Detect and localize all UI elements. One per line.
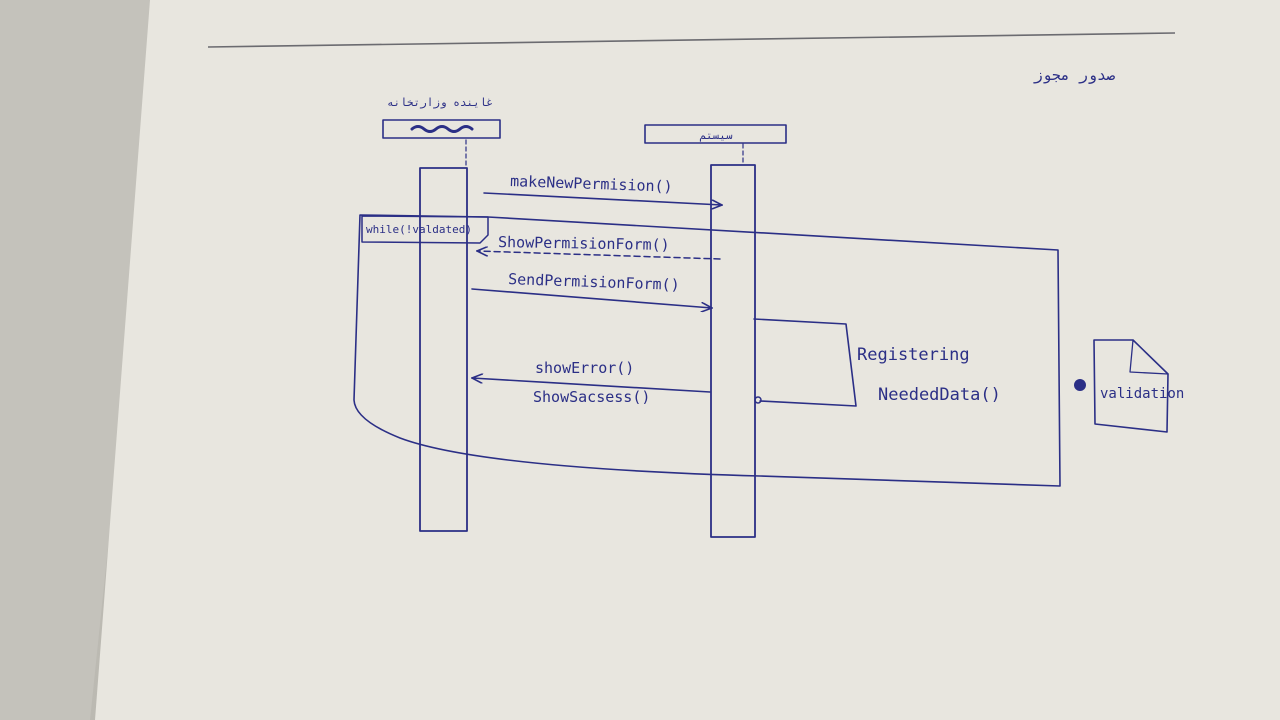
actor-lifeline-header [382, 119, 501, 139]
actor-activation-bar [419, 167, 468, 532]
diagram-title: صدور مجوز [1033, 66, 1115, 84]
note-label: validation [1100, 386, 1184, 402]
self-call-loop [753, 318, 857, 407]
paper-rule-line [207, 32, 1176, 48]
scribble-mark [410, 125, 474, 133]
system-activation-bar [710, 164, 756, 538]
message-label: ShowSacsess() [533, 388, 650, 406]
self-call-label-line1: Registering [857, 345, 970, 365]
message-label: makeNewPermision() [510, 172, 673, 196]
message-label: ShowPermisionForm() [498, 233, 670, 254]
actor-lifeline-label: غاینده وزارتخانه [387, 96, 493, 109]
loop-guard-label: while(!valdated) [366, 223, 472, 236]
loop-fragment-frame [353, 214, 1061, 487]
message-arrow [471, 288, 712, 308]
self-call-end [754, 396, 762, 404]
scribble-dot-icon [1074, 379, 1086, 391]
message-label: showError() [535, 359, 634, 377]
system-lifeline-label: سیستم [699, 129, 732, 142]
back-page [0, 0, 165, 720]
note-fold [1129, 339, 1169, 375]
message-label: SendPermisionForm() [508, 270, 680, 294]
self-call-label-line2: NeededData() [878, 385, 1001, 405]
return-arrow [477, 251, 721, 260]
message-arrow [483, 192, 722, 205]
return-arrow [472, 378, 711, 393]
paper-sheet [95, 0, 1280, 720]
note-box [1093, 339, 1169, 433]
system-lifeline-header [644, 124, 787, 144]
